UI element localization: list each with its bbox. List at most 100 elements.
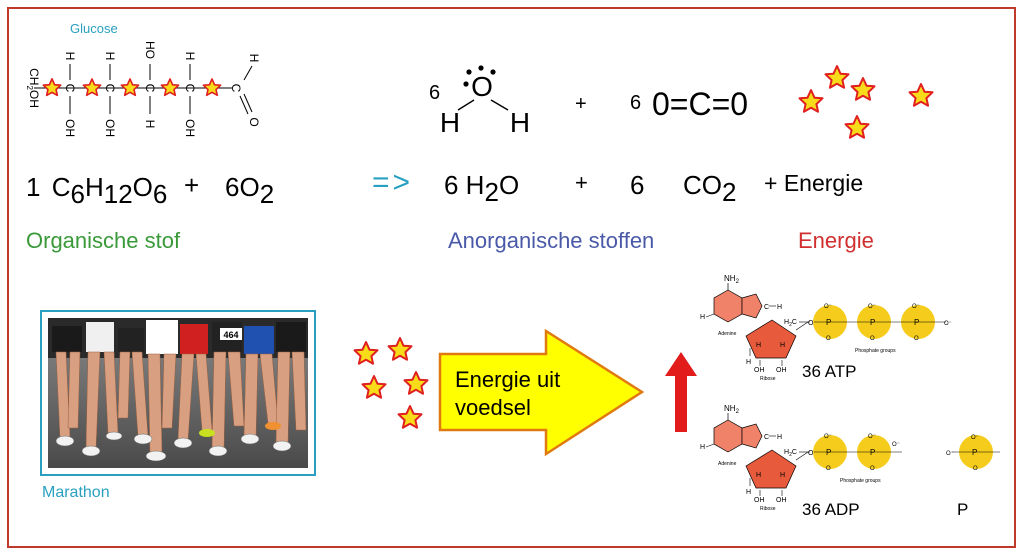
ch2oh-group: CH2OH: [25, 68, 41, 108]
food-star-5: [397, 405, 423, 429]
svg-text:O: O: [826, 466, 831, 472]
energy-stars-left: [353, 337, 429, 429]
svg-text:H: H: [777, 434, 782, 441]
food-star-4: [403, 371, 429, 395]
svg-text:Adenine: Adenine: [718, 461, 737, 467]
svg-text:H: H: [780, 342, 785, 349]
svg-text:OH: OH: [754, 367, 765, 374]
atp-ribose: H H H OH OH Ribose: [745, 319, 797, 382]
co2-structure: 0=C=0: [652, 86, 749, 122]
bond-star-4: [160, 78, 180, 97]
energy-star-4: [908, 83, 934, 107]
bond-star-3: [120, 78, 140, 97]
atp-linker: H2C O: [784, 319, 814, 331]
atp-adenine: NH2 H C H Adenine: [700, 274, 782, 337]
svg-text:Ribose: Ribose: [760, 506, 776, 512]
equation-reactants: 1 C6H12O6: [26, 172, 168, 209]
svg-text:H: H: [756, 342, 761, 349]
red-up-arrow: [665, 352, 697, 432]
svg-text:P: P: [870, 448, 875, 457]
svg-text:C: C: [63, 84, 77, 93]
svg-text:O: O: [870, 336, 875, 342]
svg-text:O⁻: O⁻: [912, 304, 920, 310]
adp-molecule: NH2 H C H Adenine H H H OH OH Ribose H2C: [700, 404, 902, 512]
energy-star-2: [798, 89, 824, 113]
aldehyde-group: H C O: [229, 54, 261, 127]
water-oxygen: O: [471, 71, 493, 102]
energy-arrow-text-1: Energie uit: [455, 367, 561, 392]
svg-text:H: H: [746, 359, 751, 366]
equation-water: 6 H2O: [444, 170, 520, 207]
carbon-column-4: H C OH: [183, 52, 197, 137]
svg-text:H: H: [746, 489, 751, 496]
svg-text:OH: OH: [103, 119, 117, 137]
svg-text:OH: OH: [183, 119, 197, 137]
co2-coefficient: 6: [630, 92, 642, 114]
free-phosphate-label: P: [957, 500, 969, 519]
svg-text:O: O: [808, 450, 814, 457]
food-star-3: [361, 375, 387, 399]
water-hydrogen-left: H: [440, 107, 460, 136]
equation-oxygen: 6O2: [225, 172, 275, 209]
svg-text:O: O: [973, 466, 978, 472]
svg-text:OH: OH: [754, 497, 765, 504]
bond-star-1: [42, 78, 62, 97]
svg-text:H: H: [143, 120, 157, 129]
reaction-arrow: =>: [372, 166, 414, 199]
atp-molecule: NH2 H C H Adenine H H H OH OH Ribose H2C: [700, 274, 952, 382]
svg-text:C: C: [143, 84, 157, 93]
svg-text:NH2: NH2: [724, 274, 740, 285]
equation-co2: CO2: [683, 170, 737, 207]
svg-text:OH: OH: [776, 497, 787, 504]
svg-text:O: O: [826, 336, 831, 342]
adp-label: 36 ADP: [802, 500, 860, 519]
adp-ribose: H H H OH OH Ribose: [745, 449, 797, 512]
equation-co2-coefficient: 6: [630, 170, 645, 200]
svg-text:H: H: [700, 444, 705, 451]
svg-text:H: H: [183, 52, 197, 61]
svg-text:C: C: [183, 84, 197, 93]
atp-label: 36 ATP: [802, 362, 857, 381]
label-organic: Organische stof: [26, 228, 181, 253]
svg-text:C: C: [103, 84, 117, 93]
svg-text:H: H: [756, 472, 761, 479]
svg-text:C: C: [764, 304, 769, 311]
svg-text:H: H: [780, 472, 785, 479]
svg-text:Phosphate groups: Phosphate groups: [855, 348, 896, 354]
atp-phosphate-groups: P P P O⁻ O⁻ O⁻ O O O O⁻ Phosphate groups: [813, 304, 952, 354]
energy-star-1: [824, 65, 850, 89]
structure-plus: +: [575, 93, 587, 115]
svg-text:H: H: [247, 54, 261, 63]
svg-text:P: P: [972, 448, 977, 457]
svg-text:O: O: [808, 320, 814, 327]
svg-text:O⁻: O⁻: [946, 451, 954, 457]
food-star-2: [387, 337, 413, 361]
svg-text:O⁻: O⁻: [868, 434, 876, 440]
free-phosphate: P O⁻ O O⁻: [946, 435, 1000, 472]
marathon-photo-frame: 464: [40, 310, 316, 476]
label-energy: Energie: [798, 228, 874, 253]
svg-text:P: P: [826, 448, 831, 457]
svg-text:P: P: [826, 318, 831, 327]
svg-text:464: 464: [223, 330, 238, 340]
marathon-caption: Marathon: [42, 484, 110, 501]
svg-text:Adenine: Adenine: [718, 331, 737, 337]
water-coefficient: 6: [429, 82, 441, 104]
svg-text:Ribose: Ribose: [760, 376, 776, 382]
adp-linker: H2C O: [784, 449, 814, 461]
carbon-column-3: HO C H: [143, 41, 157, 128]
svg-text:O: O: [870, 466, 875, 472]
water-structure: O H H: [440, 65, 530, 136]
svg-text:O: O: [247, 117, 261, 126]
equation-plus-1: +: [184, 170, 200, 200]
glucose-title: Glucose: [70, 21, 118, 36]
svg-text:O⁻: O⁻: [824, 304, 832, 310]
svg-text:Phosphate groups: Phosphate groups: [840, 478, 881, 484]
label-inorganic: Anorganische stoffen: [448, 228, 655, 253]
svg-text:H: H: [700, 314, 705, 321]
svg-text:C: C: [229, 84, 243, 93]
svg-text:H: H: [103, 52, 117, 61]
svg-text:O⁻: O⁻: [868, 304, 876, 310]
svg-text:O⁻: O⁻: [971, 435, 979, 441]
